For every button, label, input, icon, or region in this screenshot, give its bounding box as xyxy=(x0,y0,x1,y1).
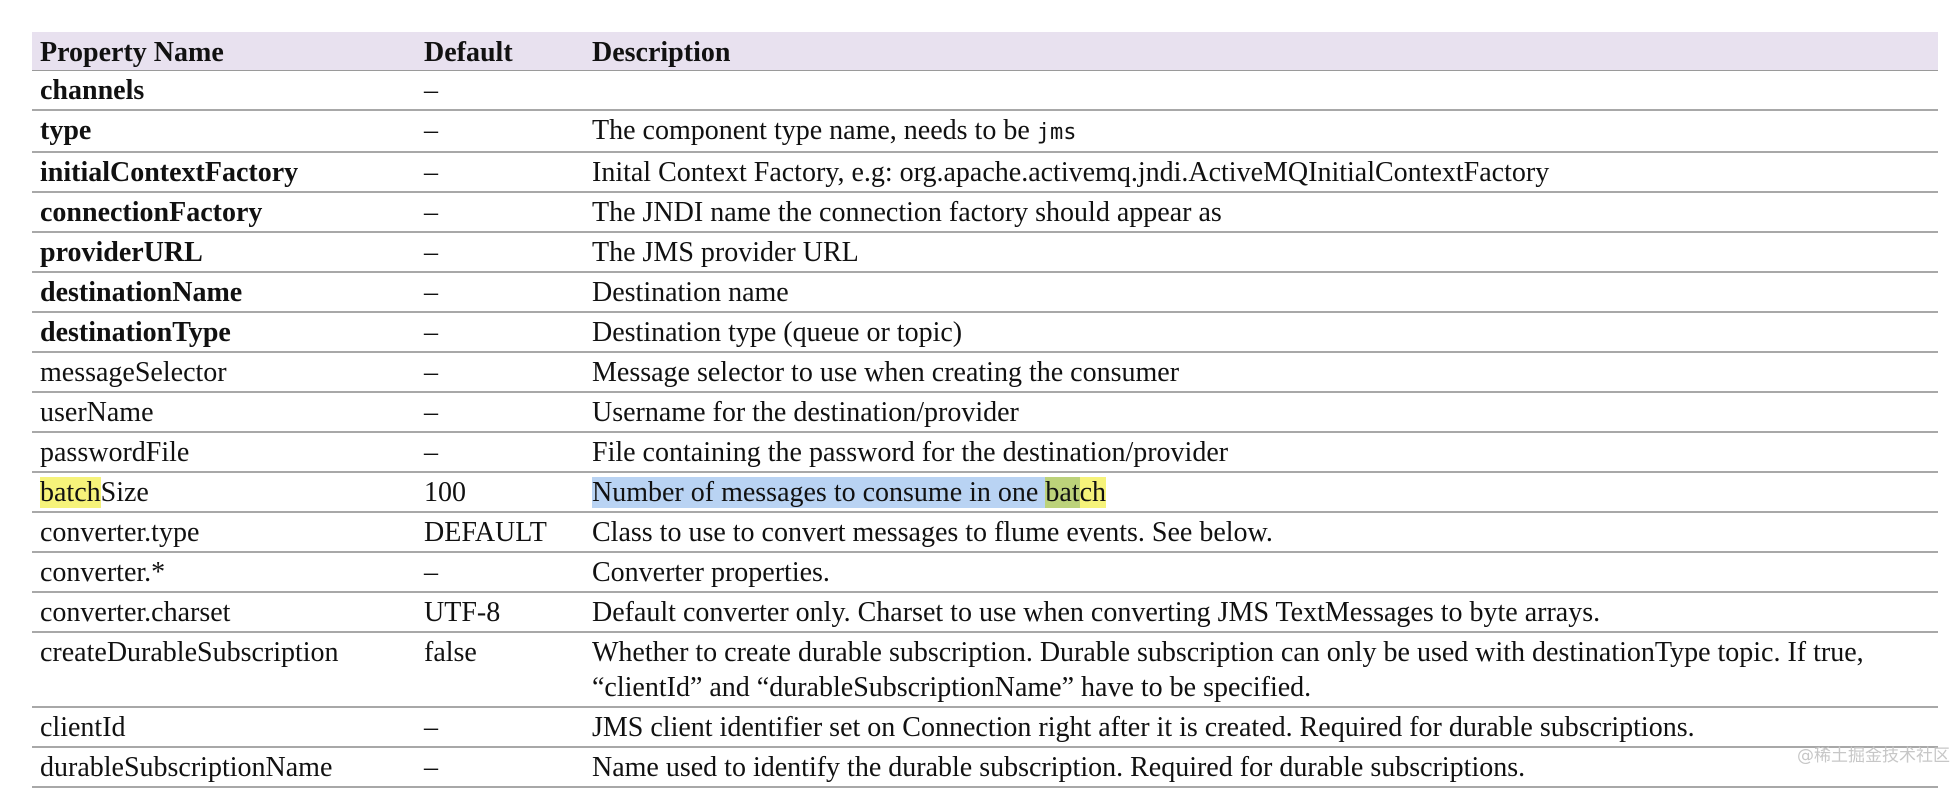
property-default: – xyxy=(416,110,584,153)
table-row: destinationType – Destination type (queu… xyxy=(32,312,1938,353)
property-default: – xyxy=(416,70,584,111)
property-name: type xyxy=(32,110,416,153)
property-name: batchSize xyxy=(32,472,416,513)
property-default: – xyxy=(416,232,584,273)
property-description: Class to use to convert messages to flum… xyxy=(584,512,1938,553)
property-default: false xyxy=(416,632,584,708)
property-description: The JNDI name the connection factory sho… xyxy=(584,192,1938,233)
property-description: Name used to identify the durable subscr… xyxy=(584,747,1938,788)
header-default: Default xyxy=(416,32,584,71)
property-description: JMS client identifier set on Connection … xyxy=(584,707,1938,748)
property-default: – xyxy=(416,272,584,313)
table-row: converter.charset UTF-8 Default converte… xyxy=(32,592,1938,633)
property-description: The JMS provider URL xyxy=(584,232,1938,273)
search-highlight: ch xyxy=(1079,477,1107,508)
property-name: passwordFile xyxy=(32,432,416,473)
header-description: Description xyxy=(584,32,1938,71)
property-description: Converter properties. xyxy=(584,552,1938,593)
table-row-highlighted: batchSize 100 Number of messages to cons… xyxy=(32,472,1938,513)
property-default: UTF-8 xyxy=(416,592,584,633)
property-description: Message selector to use when creating th… xyxy=(584,352,1938,393)
property-name: durableSubscriptionName xyxy=(32,747,416,788)
property-name: clientId xyxy=(32,707,416,748)
property-name: providerURL xyxy=(32,232,416,273)
table-row: providerURL – The JMS provider URL xyxy=(32,232,1938,273)
property-name: converter.* xyxy=(32,552,416,593)
property-default: 100 xyxy=(416,472,584,513)
table-row: passwordFile – File containing the passw… xyxy=(32,432,1938,473)
property-description: Number of messages to consume in one bat… xyxy=(584,472,1938,513)
table-row: initialContextFactory – Inital Context F… xyxy=(32,152,1938,193)
property-table: Property Name Default Description channe… xyxy=(32,32,1938,788)
property-name: messageSelector xyxy=(32,352,416,393)
table-row: connectionFactory – The JNDI name the co… xyxy=(32,192,1938,233)
table-row: clientId – JMS client identifier set on … xyxy=(32,707,1938,748)
table-row: channels – xyxy=(32,70,1938,111)
property-name: createDurableSubscription xyxy=(32,632,416,708)
property-description: Destination type (queue or topic) xyxy=(584,312,1938,353)
watermark: @稀土掘金技术社区 xyxy=(1797,746,1950,766)
text-selection: Number of messages to consume in one xyxy=(592,477,1046,508)
inline-code: jms xyxy=(1036,120,1077,145)
property-default: – xyxy=(416,707,584,748)
property-name: destinationName xyxy=(32,272,416,313)
property-description: Default converter only. Charset to use w… xyxy=(584,592,1938,633)
property-name: converter.charset xyxy=(32,592,416,633)
table-row: createDurableSubscription false Whether … xyxy=(32,632,1938,708)
property-default: – xyxy=(416,552,584,593)
property-default: – xyxy=(416,152,584,193)
property-name: initialContextFactory xyxy=(32,152,416,193)
property-default: – xyxy=(416,747,584,788)
search-highlight: batch xyxy=(40,477,101,508)
property-name: userName xyxy=(32,392,416,433)
property-name: converter.type xyxy=(32,512,416,553)
table-row: messageSelector – Message selector to us… xyxy=(32,352,1938,393)
property-default: – xyxy=(416,312,584,353)
property-description: Username for the destination/provider xyxy=(584,392,1938,433)
header-property-name: Property Name xyxy=(32,32,416,71)
table-row: userName – Username for the destination/… xyxy=(32,392,1938,433)
table-row: destinationName – Destination name xyxy=(32,272,1938,313)
property-name: destinationType xyxy=(32,312,416,353)
property-description: Destination name xyxy=(584,272,1938,313)
table-row: converter.* – Converter properties. xyxy=(32,552,1938,593)
description-text: The component type name, needs to be xyxy=(592,115,1037,146)
property-name: channels xyxy=(32,70,416,111)
selection-search-overlap: bat xyxy=(1045,477,1080,508)
property-default: – xyxy=(416,392,584,433)
property-description: Whether to create durable subscription. … xyxy=(584,632,1938,708)
property-description: Inital Context Factory, e.g: org.apache.… xyxy=(584,152,1938,193)
property-description: The component type name, needs to be jms xyxy=(584,110,1938,153)
property-default: – xyxy=(416,432,584,473)
table-row: converter.type DEFAULT Class to use to c… xyxy=(32,512,1938,553)
name-suffix: Size xyxy=(100,477,149,508)
property-name: connectionFactory xyxy=(32,192,416,233)
property-default: – xyxy=(416,352,584,393)
property-default: – xyxy=(416,192,584,233)
table-row: type – The component type name, needs to… xyxy=(32,110,1938,153)
property-description: File containing the password for the des… xyxy=(584,432,1938,473)
table-header-row: Property Name Default Description xyxy=(32,32,1938,71)
table-row: durableSubscriptionName – Name used to i… xyxy=(32,747,1938,788)
property-default: DEFAULT xyxy=(416,512,584,553)
property-description xyxy=(584,70,1938,111)
